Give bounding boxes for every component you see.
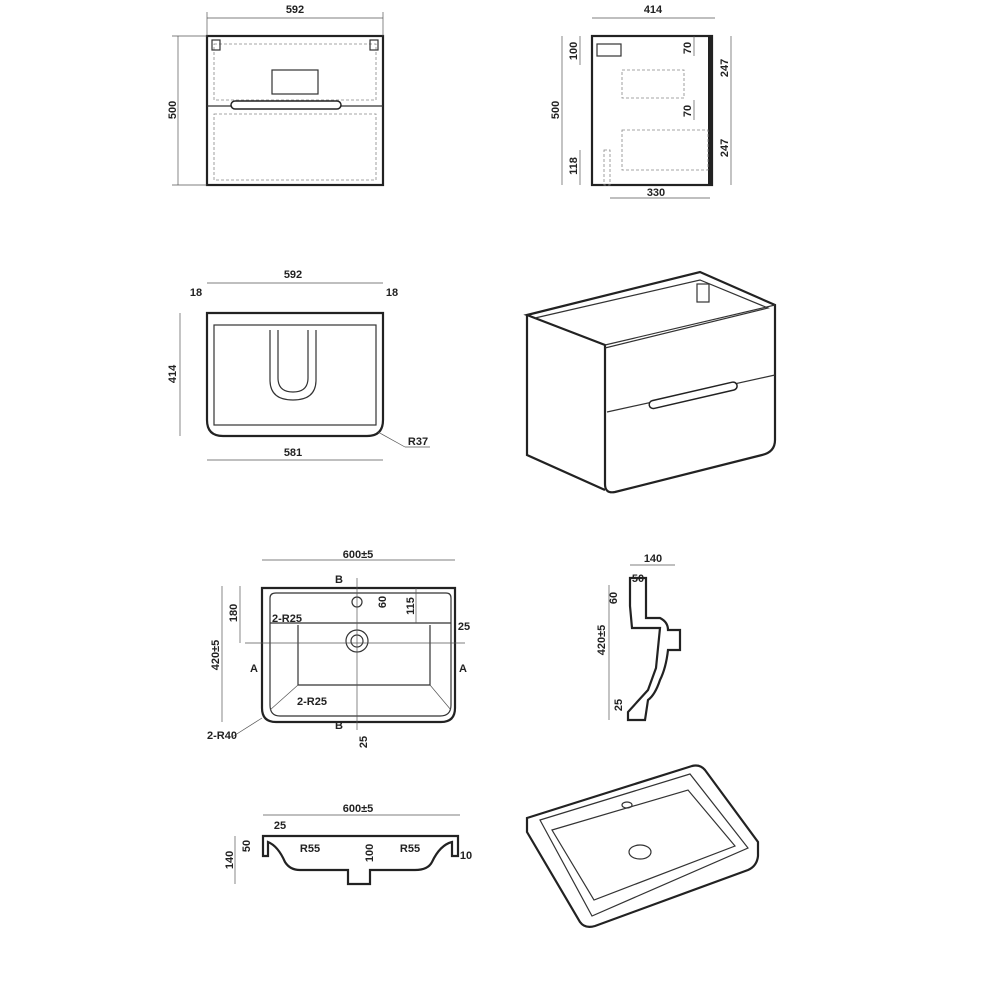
front-section-wall-dimension: 25 bbox=[274, 820, 286, 832]
cabinet-top-view: 592 18 18 414 581 R37 bbox=[167, 269, 430, 461]
front-height-dimension: 500 bbox=[167, 101, 179, 119]
front-section-lip-dimension: 10 bbox=[460, 850, 472, 862]
basin-corner-radius-label: 2-R40 bbox=[207, 730, 237, 742]
side-rail-mid-dimension: 70 bbox=[682, 105, 694, 117]
basin-bottom-rim-dimension: 25 bbox=[358, 736, 370, 748]
section-b-top-marker: B bbox=[335, 574, 343, 586]
basin-front-section: 600±5 25 50 140 R55 R55 100 10 bbox=[224, 803, 472, 886]
top-inner-width-dimension: 581 bbox=[284, 447, 302, 459]
side-height-dimension: 500 bbox=[550, 101, 562, 119]
top-radius-dimension: R37 bbox=[408, 436, 428, 448]
basin-depth-dimension: 420±5 bbox=[210, 640, 222, 671]
side-upper-drawer-dimension: 247 bbox=[719, 59, 731, 77]
basin-tap-offset-dimension: 180 bbox=[228, 604, 240, 622]
basin-deck-dimension: 115 bbox=[405, 597, 417, 615]
basin-radius-top-label: 2-R25 bbox=[272, 613, 302, 625]
section-b-bottom-marker: B bbox=[335, 720, 343, 732]
section-a-left-marker: A bbox=[250, 663, 258, 675]
side-section-rim-dimension: 50 bbox=[632, 573, 644, 585]
cabinet-front-view: 592 500 bbox=[167, 4, 385, 187]
section-a-right-marker: A bbox=[459, 663, 467, 675]
basin-rim-dimension: 25 bbox=[458, 621, 470, 633]
top-panel-right-dimension: 18 bbox=[386, 287, 398, 299]
side-section-deck-dimension: 60 bbox=[608, 592, 620, 604]
cabinet-isometric-view bbox=[523, 270, 777, 494]
side-top-offset-dimension: 100 bbox=[568, 42, 580, 60]
top-depth-dimension: 414 bbox=[167, 364, 179, 383]
basin-radius-bottom-label: 2-R25 bbox=[297, 696, 327, 708]
side-section-bottom-dimension: 25 bbox=[613, 699, 625, 711]
side-lower-drawer-dimension: 247 bbox=[719, 139, 731, 157]
basin-width-dimension: 600±5 bbox=[343, 549, 374, 561]
front-width-dimension: 592 bbox=[286, 4, 304, 16]
side-rail-top-dimension: 70 bbox=[682, 42, 694, 54]
front-section-radius-left: R55 bbox=[300, 843, 320, 855]
top-width-dimension: 592 bbox=[284, 269, 302, 281]
front-section-rim-dimension: 50 bbox=[241, 840, 253, 852]
basin-tap-hole-dimension: 60 bbox=[377, 596, 389, 608]
side-inner-depth-dimension: 330 bbox=[647, 187, 665, 199]
cabinet-side-view: 414 500 100 118 330 70 70 247 247 bbox=[550, 4, 732, 199]
side-bottom-offset-dimension: 118 bbox=[568, 157, 580, 175]
basin-isometric-view bbox=[525, 764, 760, 928]
top-panel-left-dimension: 18 bbox=[190, 287, 202, 299]
side-section-depth-dimension: 420±5 bbox=[596, 625, 608, 656]
side-depth-dimension: 414 bbox=[644, 4, 663, 16]
basin-top-view: 600±5 420±5 180 60 115 25 25 2-R25 2-R25… bbox=[207, 549, 470, 748]
basin-side-section: 140 50 60 420±5 25 bbox=[596, 553, 682, 722]
front-section-depth-dimension: 100 bbox=[364, 844, 376, 862]
front-section-height-dimension: 140 bbox=[224, 851, 236, 869]
front-section-width-dimension: 600±5 bbox=[343, 803, 374, 815]
front-section-radius-right: R55 bbox=[400, 843, 420, 855]
side-section-height-dimension: 140 bbox=[644, 553, 662, 565]
